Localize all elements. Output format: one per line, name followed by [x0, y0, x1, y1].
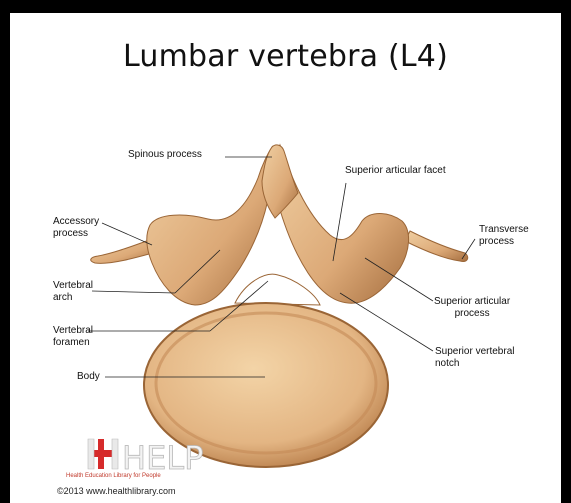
- logo-tagline: Health Education Library for People: [66, 473, 161, 479]
- copyright-text: ©2013 www.healthlibrary.com: [57, 486, 176, 496]
- label-vertebral-arch: Vertebral arch: [53, 280, 93, 304]
- logo-wordmark: HELP: [122, 439, 203, 475]
- label-superior-vertebral-notch: Superior vertebral notch: [435, 346, 514, 370]
- label-vertebral-foramen: Vertebral foramen: [53, 325, 93, 349]
- label-accessory-process: Accessory process: [53, 216, 99, 240]
- vertebral-foramen-shape: [235, 274, 320, 305]
- vertebra-illustration: [10, 13, 561, 503]
- leader-vertebral-arch-a: [92, 291, 175, 293]
- help-logo: HELP: [84, 435, 214, 475]
- label-superior-articular-process: Superior articular process: [434, 296, 510, 320]
- label-transverse-process: Transverse process: [479, 224, 529, 248]
- figure-frame: Lumbar vertebra (L4): [10, 13, 561, 503]
- leader-transverse-process: [462, 239, 475, 259]
- label-body: Body: [77, 371, 100, 383]
- label-spinous-process: Spinous process: [128, 149, 202, 161]
- leader-accessory-process: [102, 223, 152, 245]
- right-transverse-process-shape: [405, 231, 468, 261]
- label-superior-articular-facet: Superior articular facet: [345, 165, 446, 177]
